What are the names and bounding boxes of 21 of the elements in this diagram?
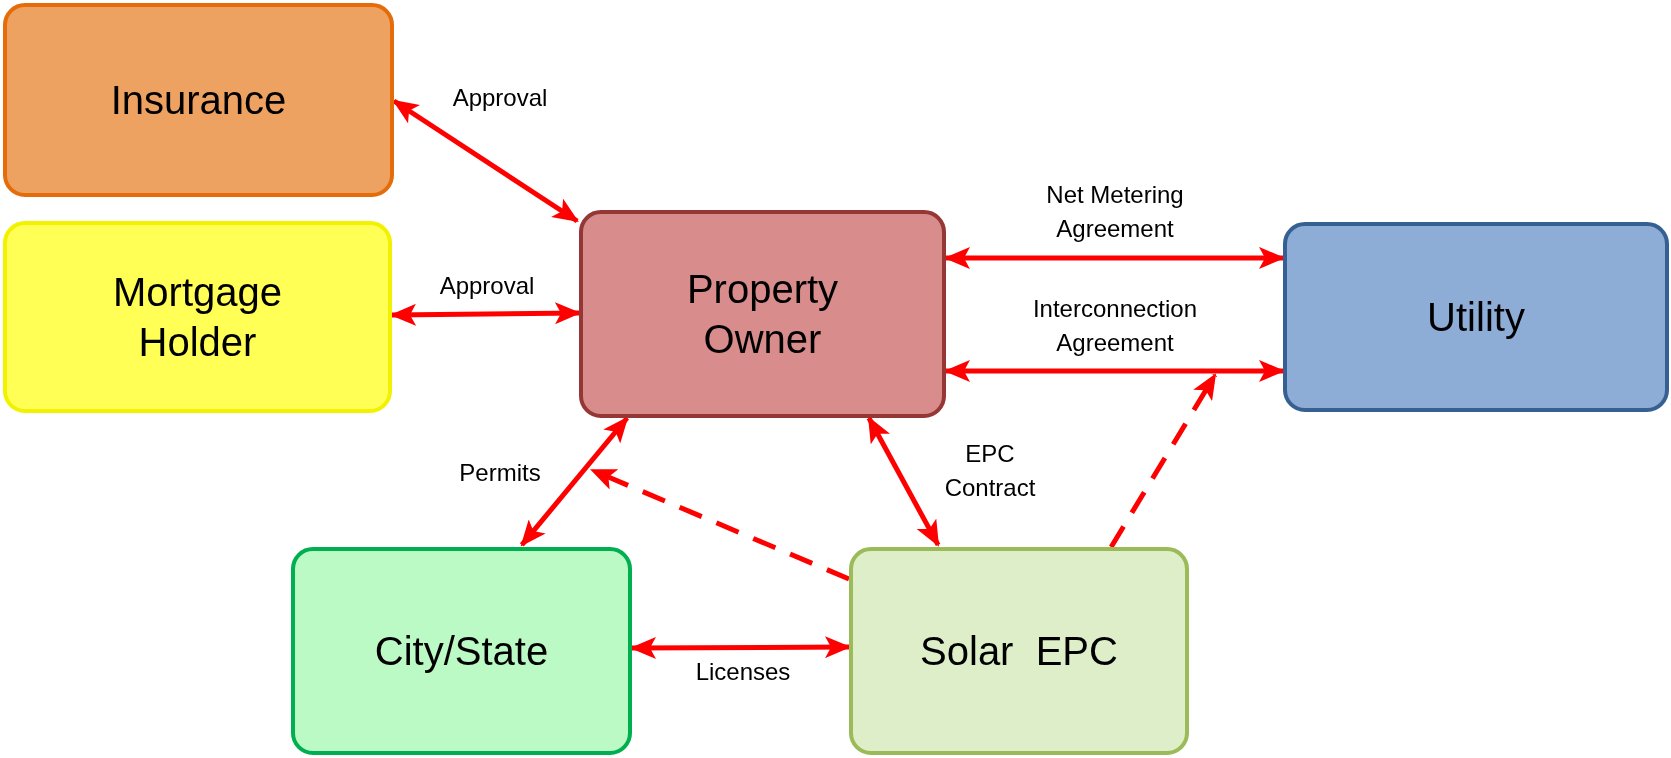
entity-box — [291, 547, 632, 755]
entity-box — [579, 210, 946, 418]
double-arrow — [944, 359, 1285, 382]
entity-box — [3, 3, 394, 197]
entity-box — [1283, 222, 1669, 412]
double-arrow — [519, 416, 629, 547]
double-arrow — [392, 98, 579, 224]
box-title: City/State — [374, 628, 549, 675]
box-title: Utility — [1427, 294, 1525, 341]
box-title: Insurance — [110, 77, 287, 124]
entity-box — [849, 547, 1189, 755]
double-arrow — [866, 416, 941, 547]
dashed-arrow — [1109, 373, 1218, 549]
double-arrow — [630, 636, 851, 659]
double-arrow — [944, 246, 1285, 270]
dashed-arrow — [590, 467, 850, 582]
double-arrow — [390, 302, 581, 326]
box-title: Solar EPC — [920, 628, 1118, 675]
entity-box — [3, 221, 392, 413]
box-title: Mortgage Holder — [112, 269, 283, 366]
box-title: Property Owner — [685, 266, 840, 363]
